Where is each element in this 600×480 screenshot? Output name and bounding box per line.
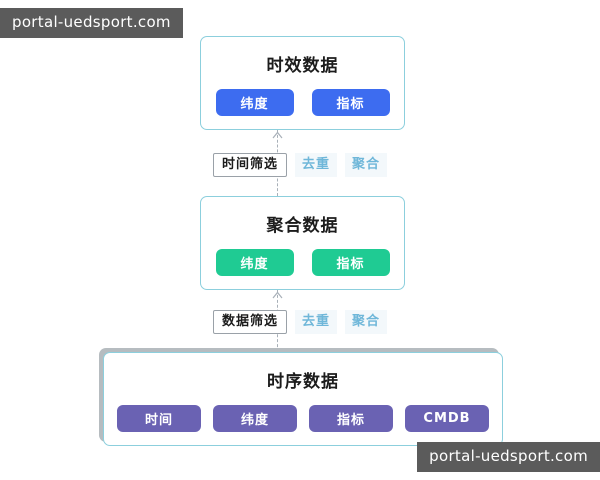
watermark-bottom: portal-uedsport.com — [417, 442, 600, 472]
connector-main-label-data-filter[interactable]: 数据筛选 — [212, 310, 287, 334]
chip-metric-aggregated[interactable]: 指标 — [311, 249, 390, 276]
connector-sub-label-dedupe-1[interactable]: 去重 — [294, 153, 337, 177]
stage-timeliness-data: 时效数据 纬度 指标 — [200, 36, 405, 130]
connector-data-filter: 数据筛选 去重 聚合 — [0, 290, 600, 352]
connector-sub-label-dedupe-2[interactable]: 去重 — [294, 310, 337, 334]
arrow-up-icon — [272, 291, 283, 299]
stage-title-timeliness-data: 时效数据 — [266, 56, 339, 76]
watermark-top: portal-uedsport.com — [0, 8, 183, 38]
stage-aggregated-data: 聚合数据 纬度 指标 — [200, 196, 405, 290]
stage-timeseries-data: 时序数据 时间 纬度 指标 CMDB — [103, 352, 503, 446]
connector-sub-label-aggregate-2[interactable]: 聚合 — [345, 310, 388, 334]
chip-time-timeseries[interactable]: 时间 — [117, 405, 201, 432]
stage-title-aggregated-data: 聚合数据 — [266, 216, 339, 236]
stage-title-timeseries-data: 时序数据 — [267, 372, 339, 392]
chip-metric-timeseries[interactable]: 指标 — [309, 405, 393, 432]
chip-dimension-aggregated[interactable]: 纬度 — [215, 249, 294, 276]
connector-label-group-time-filter: 时间筛选 去重 聚合 — [0, 153, 600, 177]
chip-metric-timeliness[interactable]: 指标 — [311, 89, 390, 116]
chip-cmdb-timeseries[interactable]: CMDB — [405, 405, 489, 432]
chip-row-aggregated-data: 纬度 指标 — [201, 249, 404, 276]
chip-dimension-timeliness[interactable]: 纬度 — [215, 89, 294, 116]
chip-row-timeliness-data: 纬度 指标 — [201, 89, 404, 116]
chip-row-timeseries-data: 时间 纬度 指标 CMDB — [104, 405, 502, 432]
connector-label-group-data-filter: 数据筛选 去重 聚合 — [0, 310, 600, 334]
connector-main-label-time-filter[interactable]: 时间筛选 — [212, 153, 287, 177]
arrow-up-icon — [272, 131, 283, 139]
chip-dimension-timeseries[interactable]: 纬度 — [213, 405, 297, 432]
connector-sub-label-aggregate-1[interactable]: 聚合 — [345, 153, 388, 177]
connector-time-filter: 时间筛选 去重 聚合 — [0, 130, 600, 196]
